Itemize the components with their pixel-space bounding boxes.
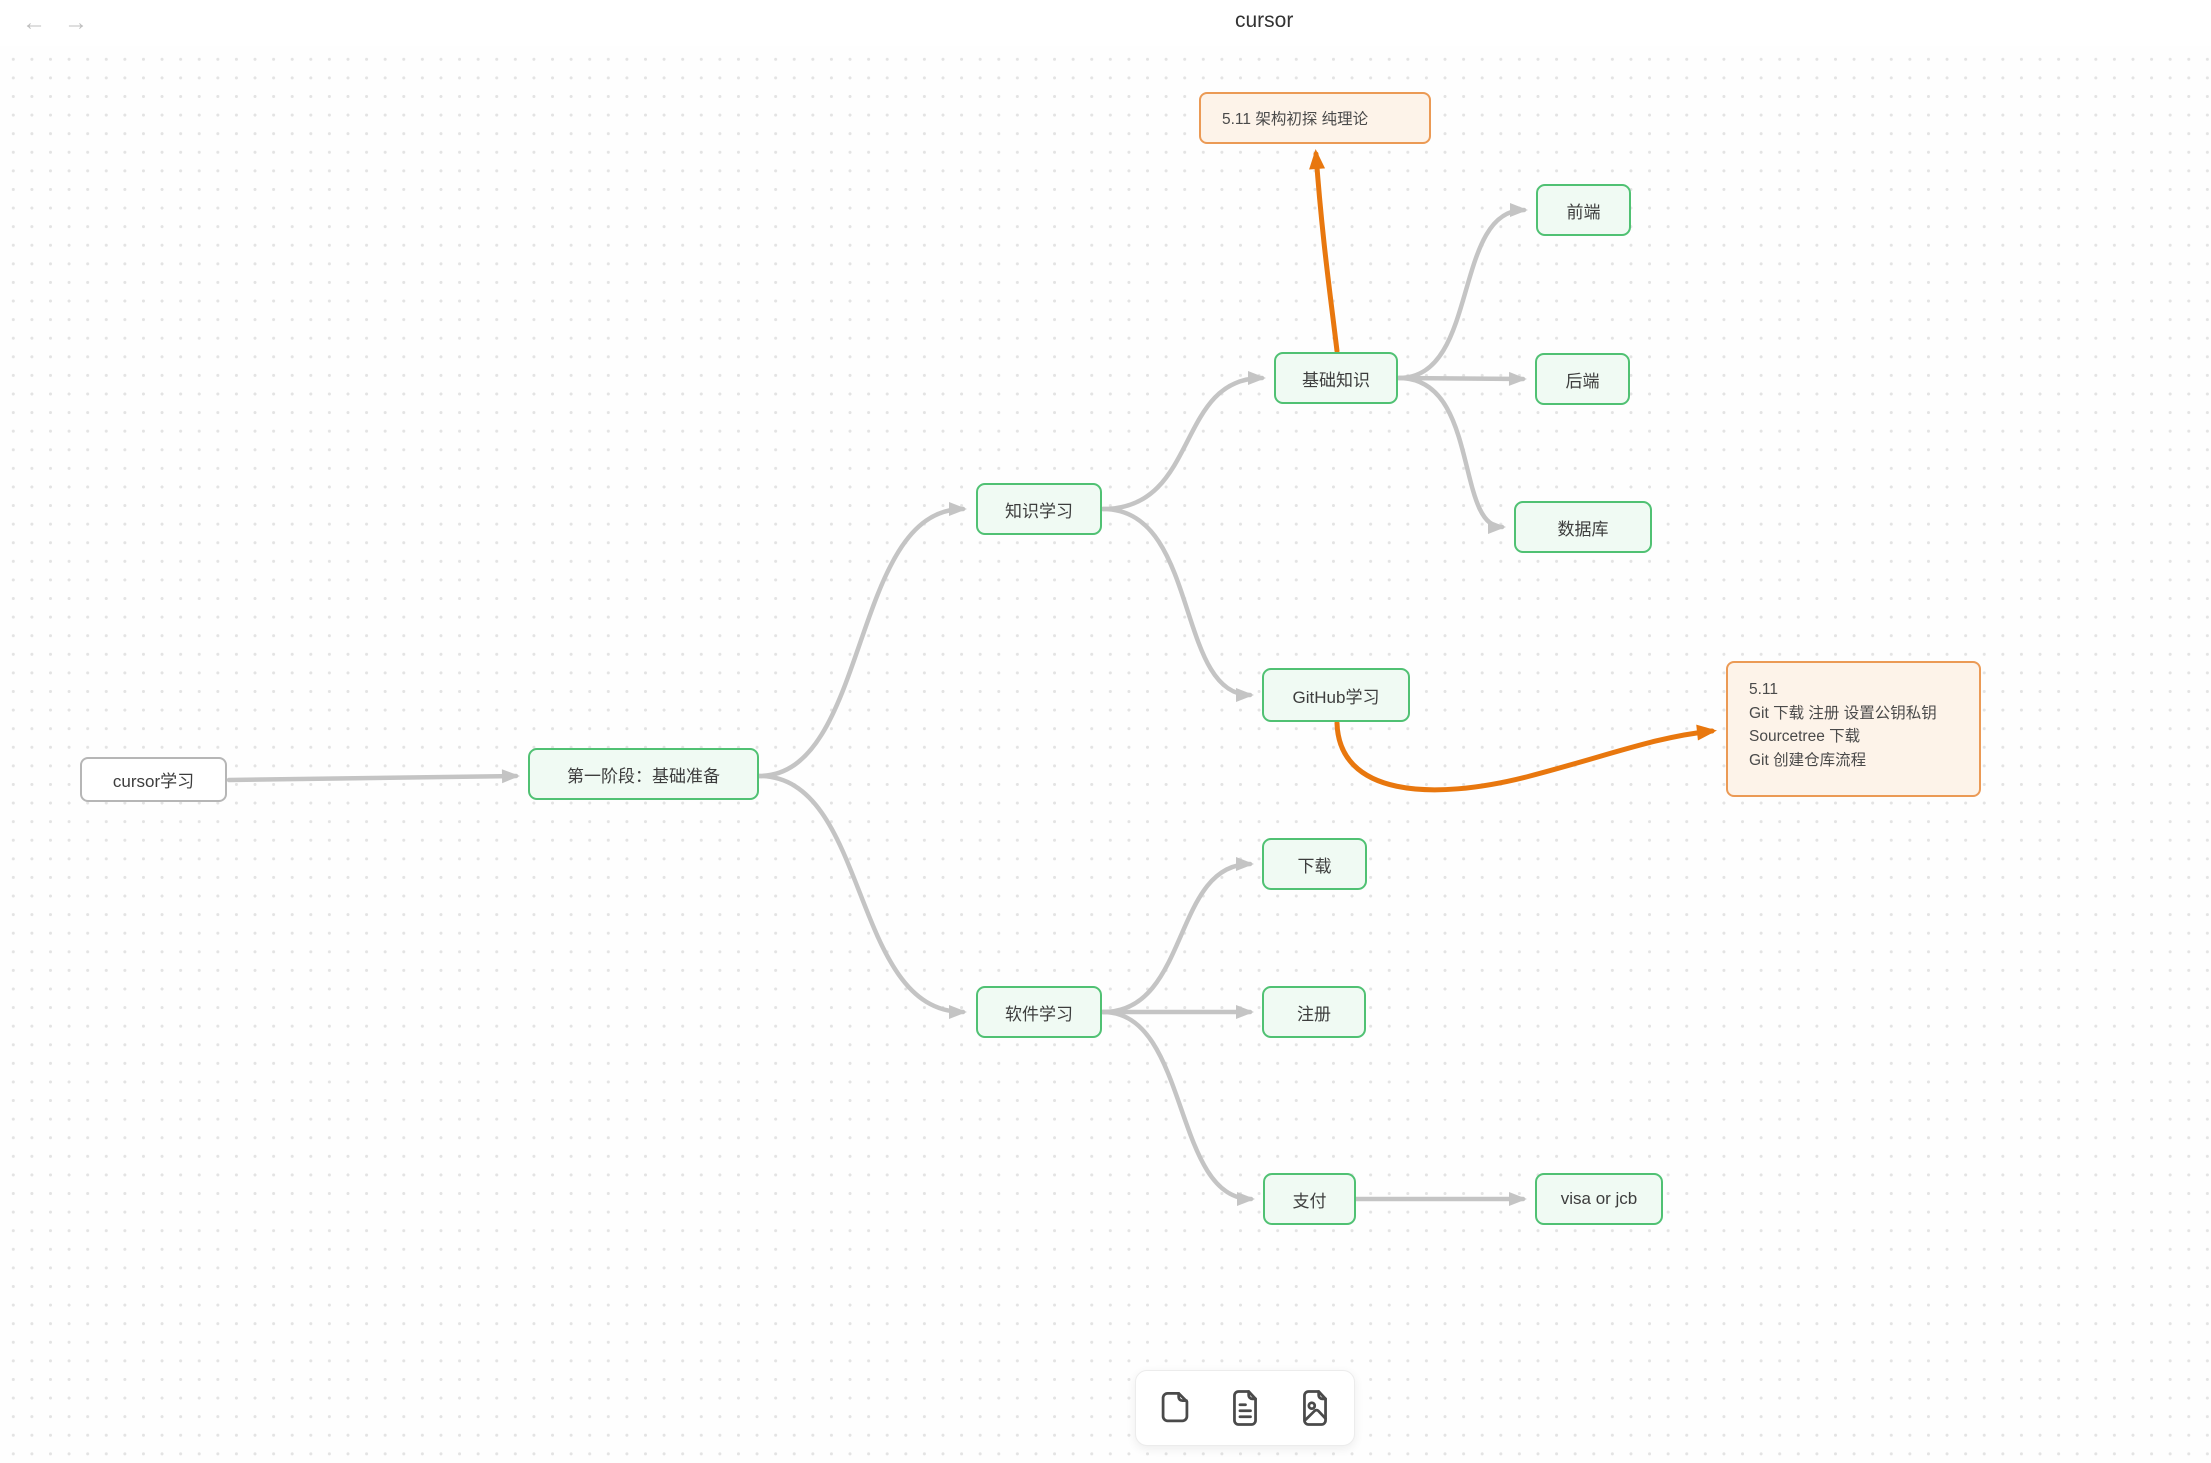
orange-connectors [1309, 149, 1717, 793]
node-stage1[interactable]: 第一阶段：基础准备 [528, 748, 759, 800]
note-text: 5.11 架构初探 纯理论 [1222, 111, 1369, 128]
forward-arrow-icon[interactable]: → [64, 9, 88, 36]
connector-software-download [1100, 857, 1254, 1015]
node-label: 支付 [1292, 1191, 1327, 1211]
node-label: 后端 [1565, 371, 1600, 391]
node-payment[interactable]: 支付 [1263, 1173, 1356, 1225]
new-file-icon [1161, 1391, 1189, 1423]
node-label: 软件学习 [1005, 1004, 1073, 1024]
node-backend[interactable]: 后端 [1535, 353, 1630, 405]
node-basic-knowledge[interactable]: 基础知识 [1274, 352, 1398, 404]
node-register[interactable]: 注册 [1262, 986, 1366, 1038]
node-label: 第一阶段：基础准备 [567, 766, 720, 786]
back-arrow-icon[interactable]: ← [22, 9, 46, 36]
document-title[interactable]: cursor [1235, 9, 1294, 32]
connector-software-payment [1100, 1009, 1255, 1206]
node-label: 注册 [1297, 1004, 1331, 1024]
note-architecture[interactable]: 5.11 架构初探 纯理论 [1199, 92, 1431, 144]
node-cursor-learning[interactable]: cursor学习 [80, 757, 227, 802]
node-label: cursor学习 [112, 772, 195, 791]
node-label: 数据库 [1557, 519, 1609, 539]
note-line: Sourcetree 下载 [1749, 728, 1861, 745]
node-software-learning[interactable]: 软件学习 [976, 986, 1102, 1038]
node-github-learning[interactable]: GitHub学习 [1262, 668, 1410, 722]
gray-connectors [226, 203, 1528, 1206]
connector-knowledge-github [1100, 506, 1254, 702]
image-file-button[interactable] [1292, 1385, 1338, 1431]
node-label: visa or jcb [1560, 1189, 1638, 1208]
node-knowledge-learning[interactable]: 知识学习 [976, 483, 1102, 535]
node-frontend[interactable]: 前端 [1536, 184, 1631, 236]
image-file-icon [1303, 1390, 1327, 1426]
connector-stage1-software [756, 773, 967, 1019]
connector-knowledge-basics [1100, 371, 1266, 512]
note-line: Git 下载 注册 设置公钥私钥 [1749, 704, 1937, 722]
connector-stage1-knowledge [756, 502, 967, 779]
bottom-toolbar [1135, 1370, 1355, 1446]
text-file-icon [1233, 1390, 1257, 1426]
node-download[interactable]: 下载 [1262, 838, 1367, 890]
note-git-tasks[interactable]: 5.11 Git 下载 注册 设置公钥私钥 Sourcetree 下载 Git … [1726, 661, 1981, 797]
node-label: 知识学习 [1005, 501, 1073, 521]
new-file-button[interactable] [1152, 1385, 1198, 1431]
node-database[interactable]: 数据库 [1514, 501, 1652, 553]
connector-basics-backend [1396, 371, 1527, 386]
app-header: ← → [0, 0, 2211, 46]
connector-basics-frontend [1396, 203, 1528, 381]
note-line: 5.11 [1749, 681, 1779, 698]
node-visa-or-jcb[interactable]: visa or jcb [1535, 1173, 1663, 1225]
note-line: Git 创建仓库流程 [1749, 751, 1867, 769]
connector-basics-topnote [1309, 149, 1340, 354]
connector-cursor-stage1 [226, 769, 520, 784]
text-file-button[interactable] [1222, 1385, 1268, 1431]
connector-github-rightnote [1334, 720, 1717, 793]
node-label: 下载 [1297, 856, 1332, 876]
node-label: GitHub学习 [1292, 687, 1380, 707]
node-label: 基础知识 [1302, 370, 1370, 390]
connector-basics-database [1396, 375, 1506, 534]
node-label: 前端 [1566, 202, 1601, 222]
